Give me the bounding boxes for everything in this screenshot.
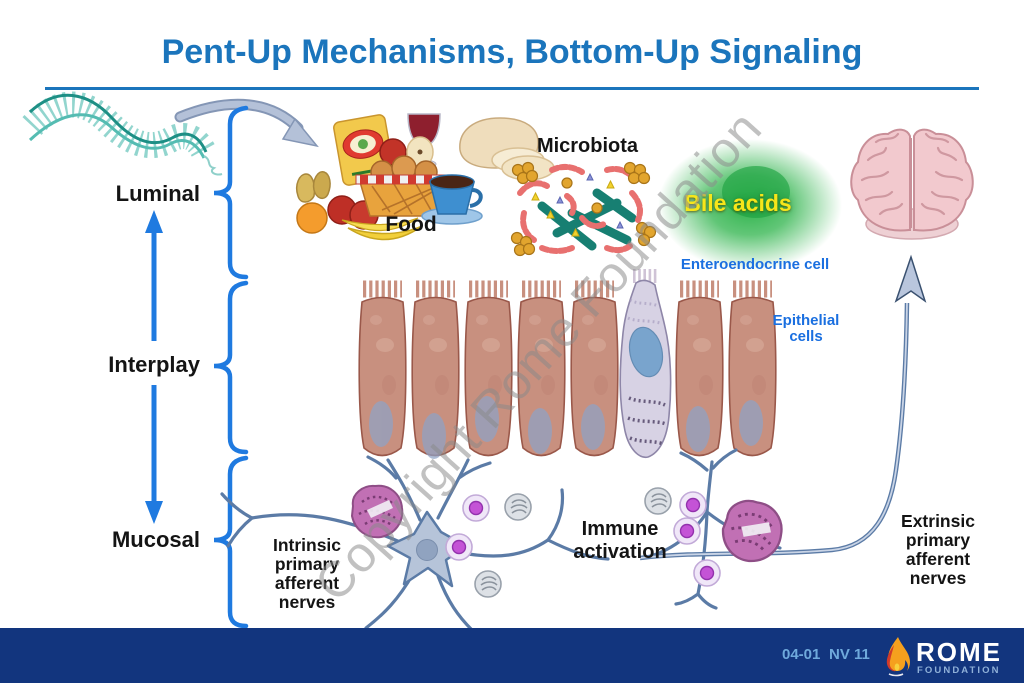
dna-helix-illustration <box>22 91 223 176</box>
intrinsic-nerves-label: Intrinsic primary afferent nerves <box>272 535 342 612</box>
footer-bar <box>0 628 1024 683</box>
epithelium-illustration <box>359 269 776 459</box>
microbiota-illustration <box>510 161 657 257</box>
level-label-mucosal: Mucosal <box>111 527 200 552</box>
rome-flame-icon <box>886 637 910 677</box>
bile-acids-label: Bile acids <box>684 190 792 216</box>
food-arrow-icon <box>174 98 319 148</box>
level-brace-interplay <box>213 280 249 455</box>
extrinsic-nerve-arrow <box>639 254 927 561</box>
brain-illustration <box>850 128 974 240</box>
extrinsic-nerves-label: Extrinsic primary afferent nerves <box>901 511 975 588</box>
bile-acids-glow <box>658 139 842 271</box>
enteroendocrine-label: Enteroendocrine cell <box>680 256 830 273</box>
slide-code: 04-01 <box>782 646 821 663</box>
epithelial-cells-label: Epithelial cells <box>772 312 840 345</box>
rome-foundation-text: FOUNDATION <box>917 665 1001 676</box>
enteroendocrine-cell-illustration <box>619 269 672 458</box>
slide-number: NV 11 <box>829 646 870 663</box>
level-label-luminal: Luminal <box>115 181 200 206</box>
rome-brand-text: ROME <box>916 637 1002 667</box>
microbiota-label: Microbiota <box>536 135 639 157</box>
title-underline <box>45 87 979 90</box>
food-illustration <box>295 113 555 241</box>
food-label: Food <box>385 213 437 236</box>
level-flow-arrow <box>145 210 163 524</box>
level-label-interplay: Interplay <box>108 352 200 377</box>
level-brace-mucosal <box>213 455 249 629</box>
immune-activation-label: Immune activation <box>573 518 667 563</box>
level-brace-luminal <box>213 105 249 280</box>
page-title: Pent-Up Mechanisms, Bottom-Up Signaling <box>161 33 863 71</box>
